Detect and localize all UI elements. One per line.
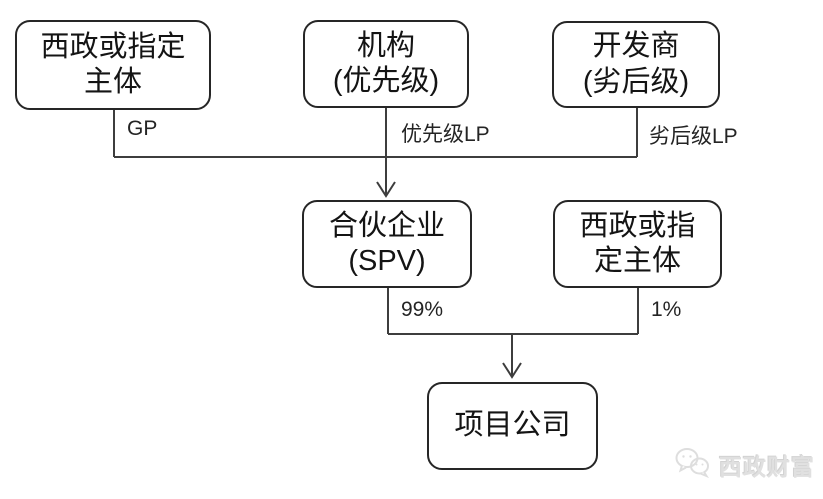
node-xizheng-or-designee-mid: 西政或指 定主体 <box>553 200 722 288</box>
arrowhead-spv <box>376 181 396 198</box>
edge-label-99-percent: 99% <box>401 298 444 321</box>
wechat-icon <box>674 446 712 483</box>
arrowhead-project <box>502 362 522 379</box>
node-project-company: 项目公司 <box>427 382 598 470</box>
watermark-text: 西政财富 <box>719 453 815 480</box>
node-xizheng-or-designee-top: 西政或指定 主体 <box>15 20 211 110</box>
node-developer-junior: 开发商 (劣后级) <box>552 21 720 108</box>
edge-label-gp: GP <box>127 117 158 140</box>
node-partnership-spv: 合伙企业 (SPV) <box>302 200 472 288</box>
edge-label-1-percent: 1% <box>651 298 682 321</box>
watermark: 西政财富 <box>674 446 815 483</box>
node-institution-senior: 机构 (优先级) <box>303 20 469 108</box>
edge-label-senior-lp: 优先级LP <box>401 123 490 146</box>
edge-label-junior-lp: 劣后级LP <box>649 125 738 148</box>
